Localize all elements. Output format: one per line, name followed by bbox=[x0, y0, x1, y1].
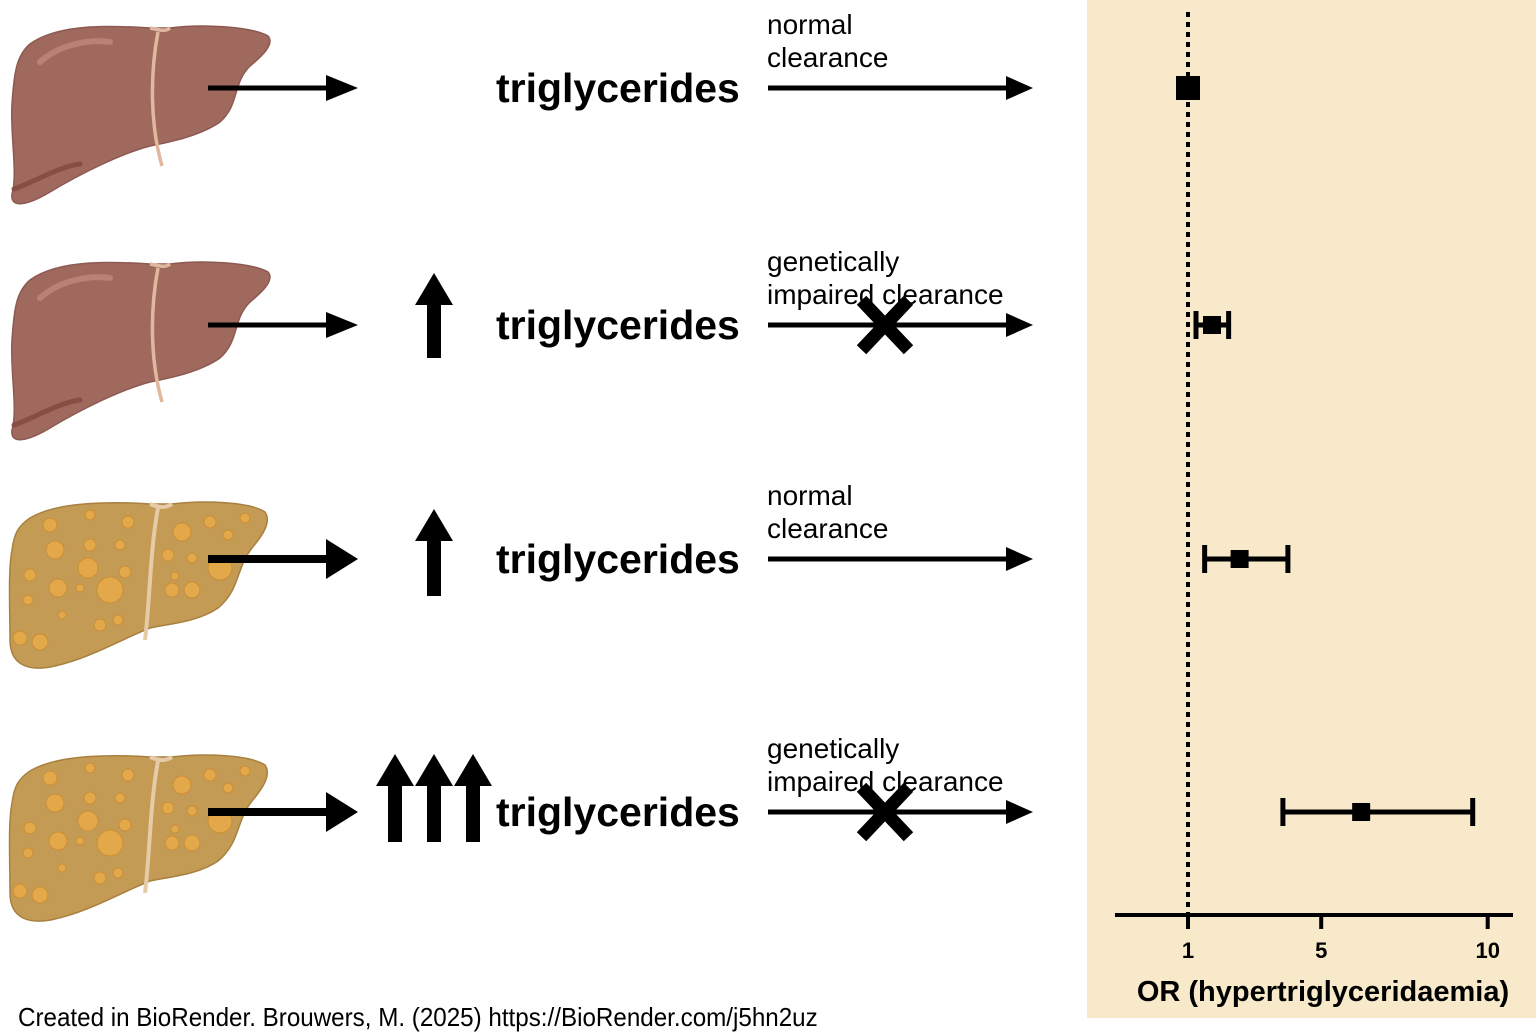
increase-arrow-icon bbox=[415, 509, 453, 596]
clearance-label-line2: clearance bbox=[767, 42, 888, 73]
secretion-arrow-icon bbox=[208, 312, 358, 338]
secretion-arrow-icon bbox=[208, 792, 358, 832]
triglycerides-label: triglycerides bbox=[496, 789, 740, 835]
x-tick-label: 10 bbox=[1475, 938, 1499, 963]
blocked-x-icon bbox=[856, 782, 914, 842]
x-tick-label: 5 bbox=[1315, 938, 1327, 963]
rows-layer: triglyceridesnormalclearancetriglyceride… bbox=[7, 9, 1033, 924]
forest-plot-panel bbox=[1087, 0, 1536, 1018]
clearance-label-line1: normal bbox=[767, 9, 853, 40]
forest-point bbox=[1176, 76, 1200, 100]
secretion-arrow-icon bbox=[208, 75, 358, 101]
x-tick-label: 1 bbox=[1182, 938, 1194, 963]
increase-arrow-icon bbox=[415, 754, 453, 842]
forest-point bbox=[1193, 311, 1232, 339]
fatty-liver-icon bbox=[7, 753, 270, 924]
increase-arrow-icon bbox=[415, 273, 453, 358]
forest-plot: 1 5 10 OR (hypertriglyceridaemia) bbox=[1115, 12, 1513, 1008]
x-axis-title: OR (hypertriglyceridaemia) bbox=[1137, 976, 1509, 1008]
or-marker bbox=[1176, 76, 1200, 100]
triglycerides-label: triglycerides bbox=[496, 65, 740, 111]
healthy-liver-icon bbox=[12, 26, 270, 204]
clearance-arrow-icon bbox=[768, 76, 1033, 100]
triglycerides-label: triglycerides bbox=[496, 536, 740, 582]
triglycerides-label: triglycerides bbox=[496, 302, 740, 348]
forest-point bbox=[1280, 798, 1476, 826]
clearance-label-line1: genetically bbox=[767, 733, 899, 764]
clearance-arrow-icon bbox=[768, 547, 1033, 571]
healthy-liver-icon bbox=[12, 262, 270, 440]
clearance-label-line1: normal bbox=[767, 480, 853, 511]
clearance-label-line1: genetically bbox=[767, 246, 899, 277]
increase-arrow-icon bbox=[454, 754, 492, 842]
secretion-arrow-icon bbox=[208, 539, 358, 579]
clearance-label-line2: clearance bbox=[767, 513, 888, 544]
forest-point bbox=[1202, 545, 1291, 573]
clearance-label-line2: impaired clearance bbox=[767, 279, 1004, 310]
or-marker bbox=[1230, 550, 1249, 568]
blocked-x-icon bbox=[856, 295, 914, 355]
clearance-label-line2: impaired clearance bbox=[767, 766, 1004, 797]
increase-arrow-icon bbox=[376, 754, 414, 842]
fatty-liver-icon bbox=[7, 500, 270, 671]
or-marker bbox=[1352, 803, 1371, 821]
biorender-credit: Created in BioRender. Brouwers, M. (2025… bbox=[18, 1002, 818, 1032]
or-marker bbox=[1202, 316, 1221, 334]
